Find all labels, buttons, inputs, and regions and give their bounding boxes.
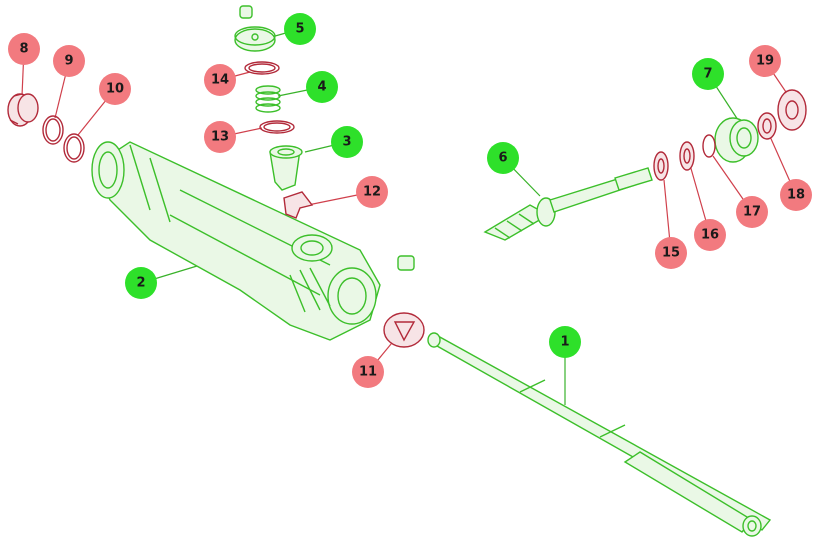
callout-circle-13 — [204, 121, 236, 153]
callout-circle-6 — [487, 142, 519, 174]
callout-circle-5 — [284, 13, 316, 45]
callout-label: 4 — [317, 80, 326, 95]
part-ring-9 — [42, 115, 64, 145]
callout-label: 18 — [787, 188, 805, 203]
callout-3: 3 — [331, 126, 363, 158]
callout-label: 7 — [703, 67, 712, 82]
callout-circle-1 — [549, 326, 581, 358]
callout-label: 8 — [19, 42, 28, 57]
callout-label: 12 — [363, 185, 381, 200]
part-adjuster-cap — [234, 5, 276, 52]
callout-17: 17 — [736, 196, 768, 228]
part-steering-housing — [91, 141, 415, 341]
callout-label: 1 — [560, 335, 569, 350]
callout-14: 14 — [204, 64, 236, 96]
callout-label: 10 — [106, 82, 124, 97]
callout-circle-19 — [749, 45, 781, 77]
callout-label: 3 — [342, 135, 351, 150]
callout-label: 15 — [662, 246, 680, 261]
callout-circle-17 — [736, 196, 768, 228]
callout-label: 11 — [359, 365, 377, 380]
callout-circle-18 — [780, 179, 812, 211]
callout-circle-8 — [8, 33, 40, 65]
callout-label: 14 — [211, 73, 229, 88]
part-washer-15 — [653, 151, 669, 181]
callout-12: 12 — [356, 176, 388, 208]
part-rack-bar — [427, 332, 772, 537]
callout-label: 19 — [756, 54, 774, 69]
callout-19: 19 — [749, 45, 781, 77]
callout-label: 17 — [743, 205, 761, 220]
part-seal-11 — [383, 312, 425, 348]
callout-label: 6 — [498, 151, 507, 166]
callout-label: 16 — [701, 228, 719, 243]
callout-circle-3 — [331, 126, 363, 158]
callout-circle-12 — [356, 176, 388, 208]
part-seal-18 — [757, 112, 777, 140]
callout-8: 8 — [8, 33, 40, 65]
callout-10: 10 — [99, 73, 131, 105]
callout-circle-7 — [692, 58, 724, 90]
callout-18: 18 — [780, 179, 812, 211]
callout-11: 11 — [352, 356, 384, 388]
callout-circle-15 — [655, 237, 687, 269]
callout-2: 2 — [125, 267, 157, 299]
part-washer-16 — [679, 141, 695, 171]
callout-9: 9 — [53, 45, 85, 77]
callout-label: 2 — [136, 276, 145, 291]
callout-circle-10 — [99, 73, 131, 105]
callout-label: 5 — [295, 22, 304, 37]
part-ring-17 — [702, 134, 716, 158]
callout-15: 15 — [655, 237, 687, 269]
callout-1: 1 — [549, 326, 581, 358]
callout-circle-4 — [306, 71, 338, 103]
part-cover-19 — [777, 89, 807, 131]
callout-label: 13 — [211, 130, 229, 145]
callout-circle-14 — [204, 64, 236, 96]
callout-4: 4 — [306, 71, 338, 103]
part-o-ring-14 — [244, 61, 280, 75]
callout-circle-9 — [53, 45, 85, 77]
part-sleeve — [269, 145, 303, 191]
callout-6: 6 — [487, 142, 519, 174]
callout-circle-11 — [352, 356, 384, 388]
callout-5: 5 — [284, 13, 316, 45]
part-clip-12 — [283, 191, 314, 219]
callout-16: 16 — [694, 219, 726, 251]
part-spring — [255, 85, 281, 113]
part-pinion-shaft — [483, 167, 653, 241]
callout-7: 7 — [692, 58, 724, 90]
callout-badges: 1 2 3 4 5 6 7 8 9 10 11 12 13 14 15 16 1… — [8, 13, 812, 388]
callout-circle-16 — [694, 219, 726, 251]
callout-label: 9 — [64, 54, 73, 69]
callout-circle-2 — [125, 267, 157, 299]
part-bearing — [714, 117, 759, 163]
part-o-ring-13 — [259, 120, 295, 134]
part-end-nut — [7, 93, 39, 127]
part-ring-10 — [63, 133, 85, 163]
callout-13: 13 — [204, 121, 236, 153]
